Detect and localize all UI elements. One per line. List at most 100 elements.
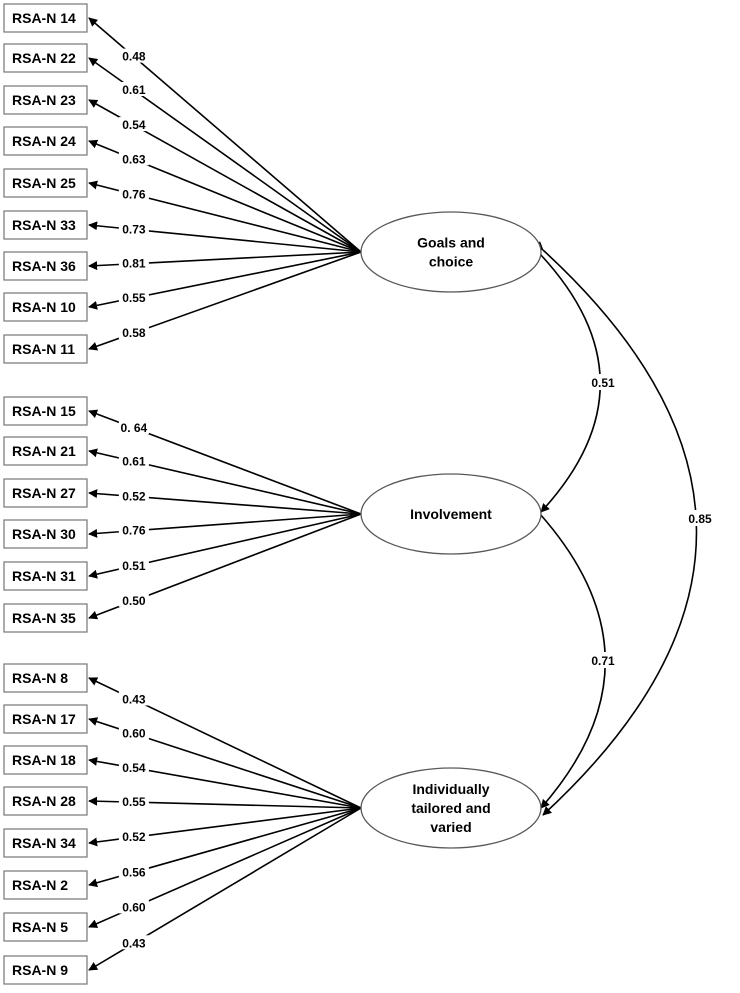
indicator-label: RSA-N 15 xyxy=(12,403,76,419)
loading-value: 0.43 xyxy=(122,936,146,950)
correlation-arc xyxy=(533,241,698,816)
indicator-box: RSA-N 2 xyxy=(3,870,88,900)
loading-value-group: 0.43 xyxy=(118,935,149,950)
loading-value: 0.54 xyxy=(122,761,146,775)
indicator-box: RSA-N 25 xyxy=(3,168,88,198)
correlation-value-group: 0.85 xyxy=(685,510,715,526)
indicator-label: RSA-N 5 xyxy=(12,919,68,935)
indicator-box: RSA-N 21 xyxy=(3,436,88,466)
indicator-label: RSA-N 2 xyxy=(12,877,68,893)
correlation-value: 0.71 xyxy=(591,654,615,668)
indicator-label: RSA-N 35 xyxy=(12,610,76,626)
loading-value-group: 0.63 xyxy=(118,151,149,166)
indicator-box: RSA-N 36 xyxy=(3,251,88,281)
indicator-box: RSA-N 15 xyxy=(3,396,88,426)
loading-value: 0.60 xyxy=(122,727,146,741)
loading-value: 0.55 xyxy=(122,291,146,305)
loading-value-group: 0.52 xyxy=(118,488,149,503)
loading-value-group: 0.61 xyxy=(118,453,149,468)
loading-value-group: 0.73 xyxy=(118,221,149,236)
loading-value-group: 0.76 xyxy=(118,522,149,538)
indicator-box: RSA-N 28 xyxy=(3,786,88,816)
loading-value: 0.81 xyxy=(122,257,146,271)
indicator-box: RSA-N 18 xyxy=(3,745,88,775)
loading-value: 0.48 xyxy=(122,50,146,64)
indicator-label: RSA-N 18 xyxy=(12,752,76,768)
factor-label: Involvement xyxy=(410,506,492,522)
factor-label: choice xyxy=(429,254,474,270)
loading-value: 0. 64 xyxy=(121,421,148,435)
indicator-label: RSA-N 9 xyxy=(12,962,68,978)
indicator-box: RSA-N 27 xyxy=(3,478,88,508)
indicator-box: RSA-N 31 xyxy=(3,561,88,591)
indicator-label: RSA-N 31 xyxy=(12,568,76,584)
correlation-value: 0.85 xyxy=(688,512,712,526)
loading-value: 0.73 xyxy=(122,222,146,236)
loading-value-group: 0.50 xyxy=(118,592,149,608)
indicator-box: RSA-N 22 xyxy=(3,43,88,73)
indicator-label: RSA-N 17 xyxy=(12,711,76,727)
correlation-value-group: 0.71 xyxy=(588,652,618,668)
loading-value: 0.56 xyxy=(122,865,146,879)
loading-value: 0.61 xyxy=(122,454,146,468)
indicator-label: RSA-N 27 xyxy=(12,485,76,501)
loading-value: 0.50 xyxy=(122,594,146,608)
loading-value: 0.51 xyxy=(122,559,146,573)
loading-value-group: 0.60 xyxy=(118,899,149,914)
indicator-label: RSA-N 28 xyxy=(12,793,76,809)
loading-value: 0.52 xyxy=(122,489,146,503)
loading-value-group: 0.76 xyxy=(118,186,149,201)
indicator-box: RSA-N 33 xyxy=(3,210,88,240)
loading-value-group: 0.43 xyxy=(118,691,149,706)
indicator-label: RSA-N 33 xyxy=(12,217,76,233)
loading-value: 0.55 xyxy=(122,795,146,809)
indicator-box: RSA-N 10 xyxy=(3,292,88,322)
loading-value: 0.54 xyxy=(122,118,146,132)
loading-value: 0.76 xyxy=(122,187,146,201)
factor-label: varied xyxy=(430,819,471,835)
indicator-box: RSA-N 23 xyxy=(3,85,88,115)
loading-value-group: 0. 64 xyxy=(118,419,149,435)
loading-value-group: 0.48 xyxy=(118,48,149,64)
loading-value-group: 0.60 xyxy=(118,725,149,741)
loading-value-group: 0.54 xyxy=(118,759,149,775)
loading-value: 0.43 xyxy=(122,692,146,706)
loading-value-group: 0.54 xyxy=(118,117,149,132)
indicator-label: RSA-N 23 xyxy=(12,92,76,108)
loading-value: 0.61 xyxy=(122,83,146,97)
factor-label: tailored and xyxy=(411,800,490,816)
latent-factor-goals: Goals and choice xyxy=(360,211,542,293)
loading-value-group: 0.52 xyxy=(118,829,149,844)
loading-value: 0.63 xyxy=(122,152,146,166)
indicator-box: RSA-N 30 xyxy=(3,519,88,549)
loading-value: 0.76 xyxy=(122,524,146,538)
loading-value: 0.58 xyxy=(122,326,146,340)
indicator-label: RSA-N 24 xyxy=(12,133,76,149)
loading-value-group: 0.55 xyxy=(118,289,149,305)
indicator-label: RSA-N 30 xyxy=(12,526,76,542)
indicator-label: RSA-N 34 xyxy=(12,835,76,851)
loading-value-group: 0.51 xyxy=(118,557,149,573)
loading-value: 0.60 xyxy=(122,900,146,914)
indicator-box: RSA-N 14 xyxy=(3,3,88,33)
loading-value-group: 0.61 xyxy=(118,82,149,97)
indicator-box: RSA-N 24 xyxy=(3,126,88,156)
indicator-label: RSA-N 25 xyxy=(12,175,76,191)
factor-label: Goals and xyxy=(417,235,485,251)
loading-value-group: 0.56 xyxy=(118,864,149,879)
latent-factor-tailored: Individually tailored and varied xyxy=(360,767,542,849)
indicator-label: RSA-N 21 xyxy=(12,443,76,459)
indicator-label: RSA-N 11 xyxy=(12,341,75,357)
indicator-box: RSA-N 8 xyxy=(3,663,88,693)
indicator-box: RSA-N 5 xyxy=(3,912,88,942)
latent-factor-involvement: Involvement xyxy=(360,473,542,555)
indicator-box: RSA-N 17 xyxy=(3,704,88,734)
indicator-label: RSA-N 22 xyxy=(12,50,76,66)
indicator-box: RSA-N 35 xyxy=(3,603,88,633)
loading-value-group: 0.55 xyxy=(118,794,149,809)
loading-value-group: 0.58 xyxy=(118,324,149,340)
indicator-label: RSA-N 8 xyxy=(12,670,68,686)
factor-label: Individually xyxy=(412,781,489,797)
correlation-value-group: 0.51 xyxy=(588,374,618,390)
